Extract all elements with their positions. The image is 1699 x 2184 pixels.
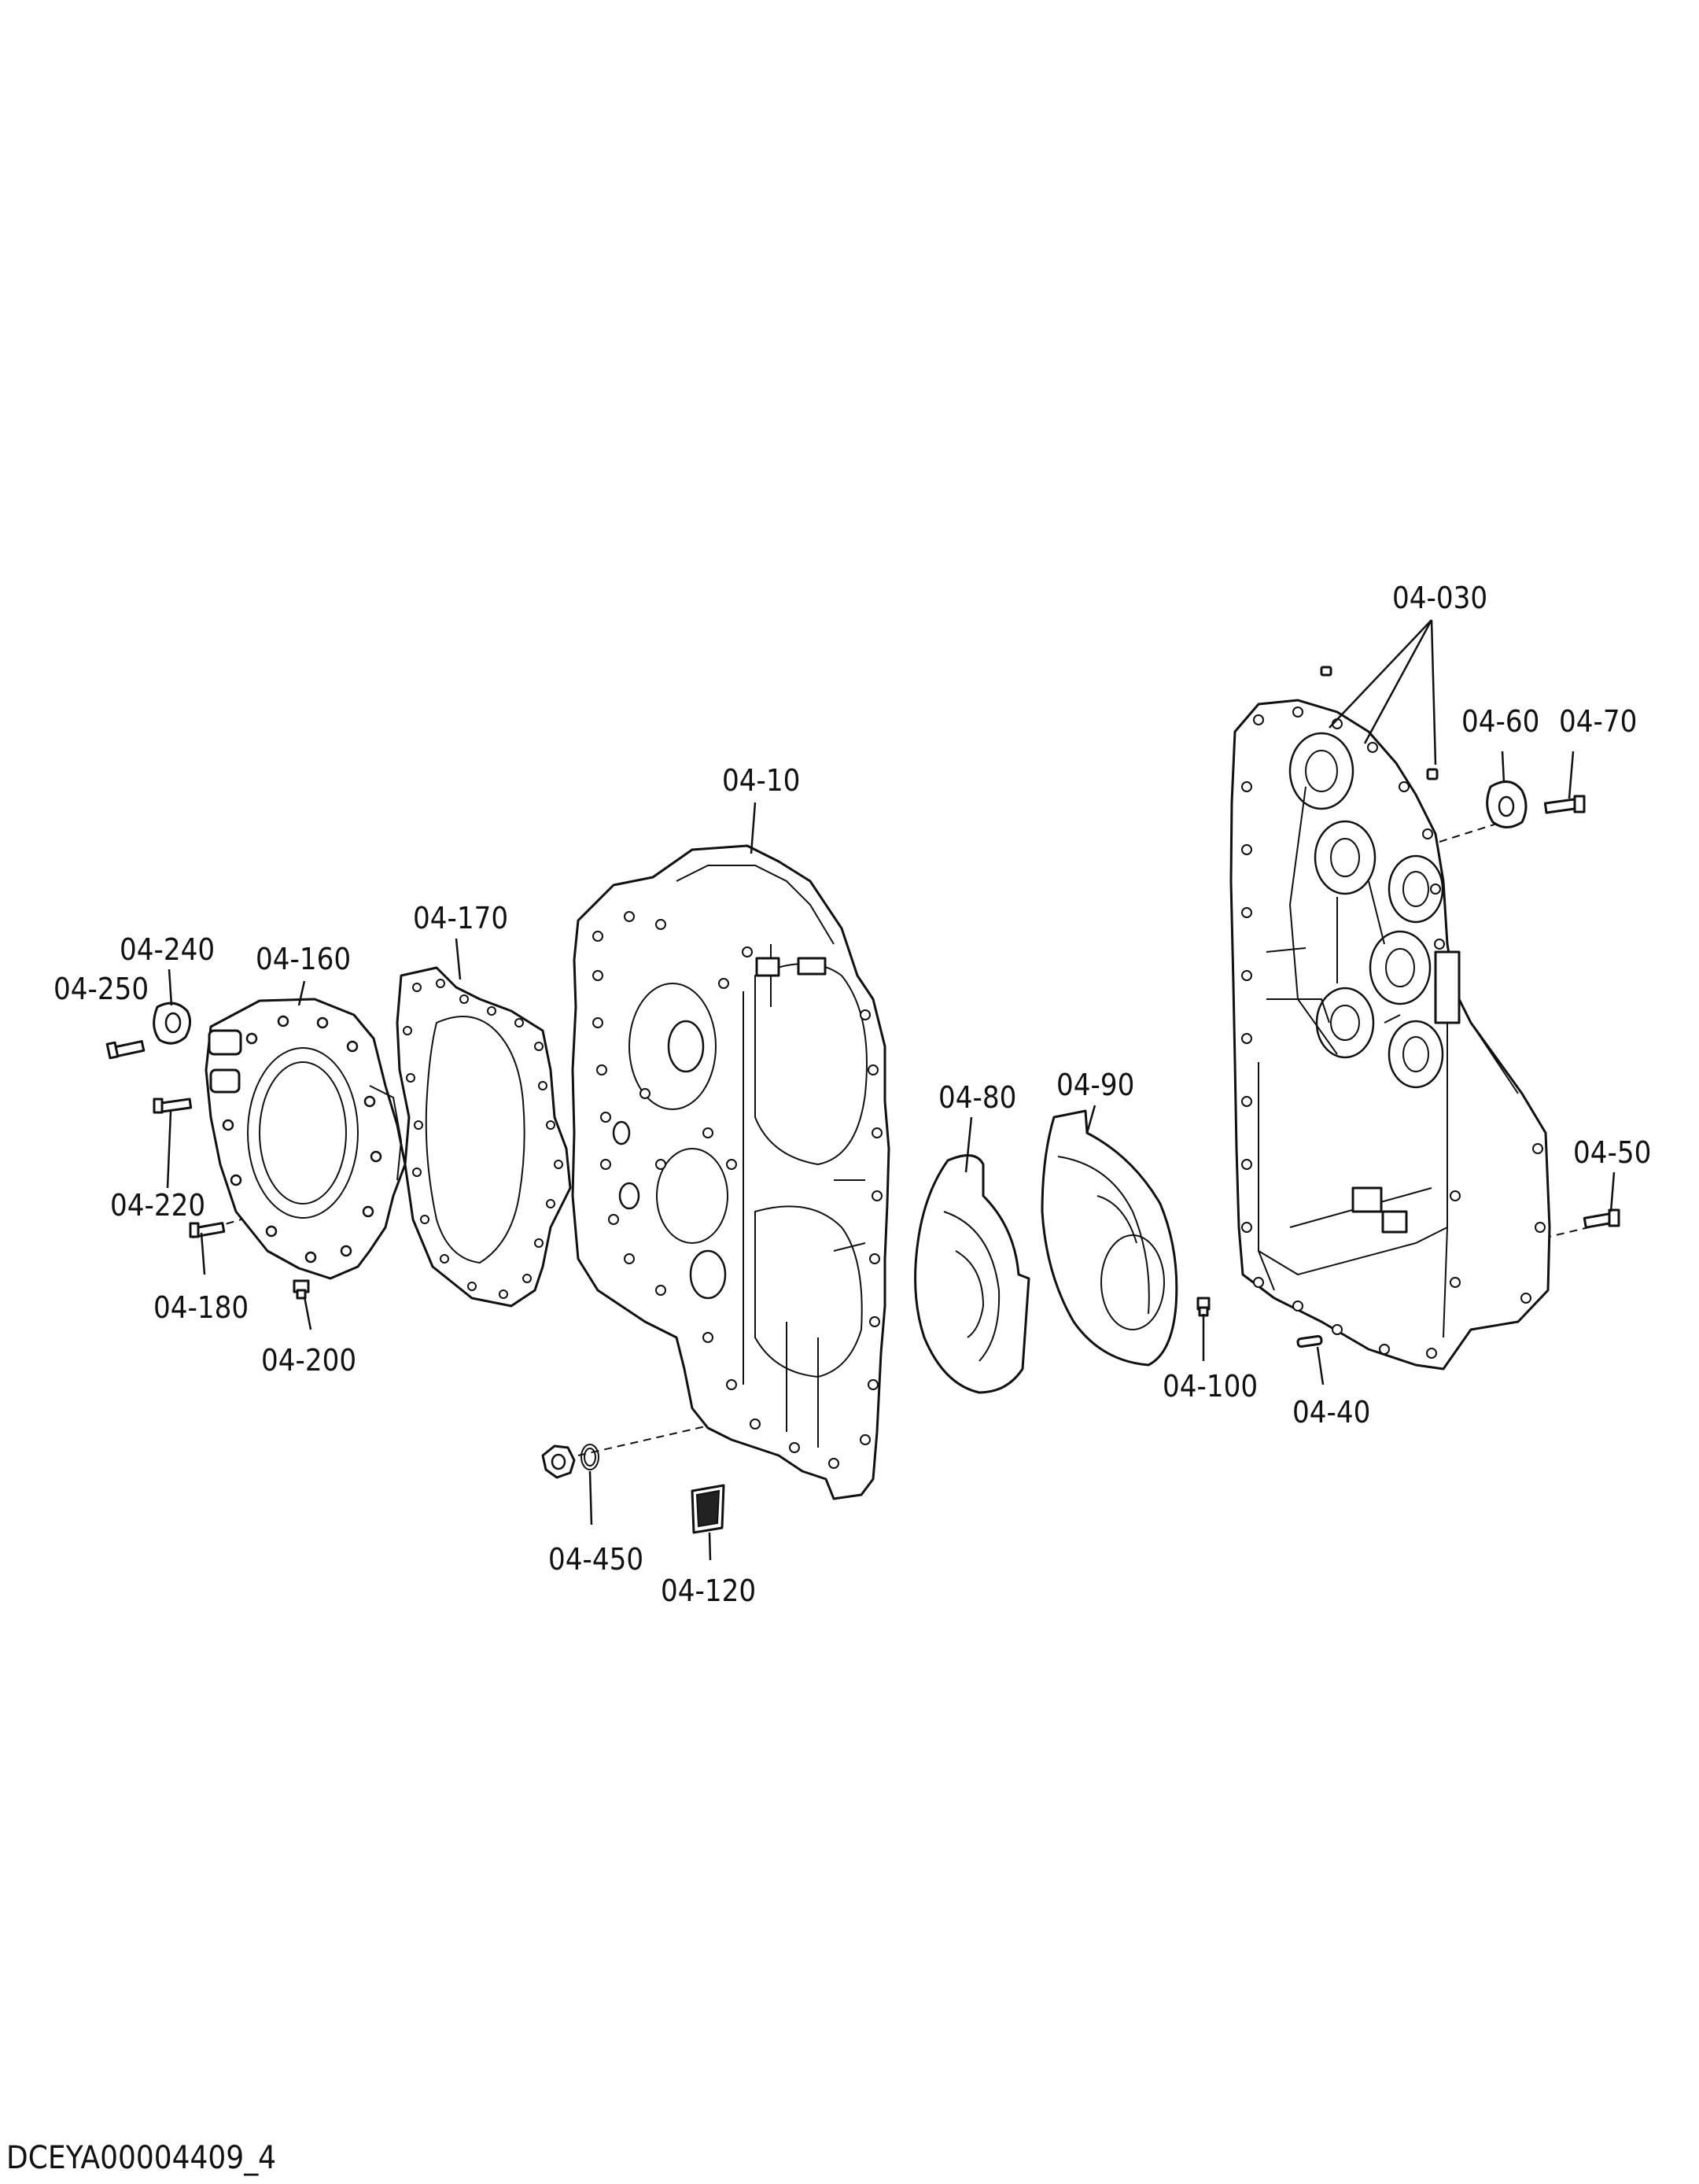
label-04-220: 04-220 [110,1188,205,1223]
washer-04-60 [1486,780,1528,828]
dowel-pin-04-40 [1296,1334,1323,1348]
transmission-housing-04-10 [571,844,890,1500]
label-04-200: 04-200 [261,1343,356,1378]
nameplate-04-120 [691,1484,725,1534]
label-04-100: 04-100 [1163,1369,1258,1404]
label-04-40: 04-40 [1292,1395,1370,1430]
label-04-50: 04-50 [1573,1135,1651,1170]
oil-shield-04-80 [914,1154,1030,1394]
label-04-250: 04-250 [53,972,149,1006]
bolt-04-180 [189,1222,226,1238]
leader-lines [166,619,1616,1561]
bolt-04-70 [1543,795,1586,814]
plug-04-030-b [1426,768,1439,780]
front-cover-04-160 [205,998,407,1280]
label-04-170: 04-170 [413,901,508,935]
assembly-axis-drain [577,1423,717,1456]
drawing-code: DCEYA00004409_4 [6,2140,276,2176]
label-04-10: 04-10 [722,763,800,798]
bolt-04-250 [105,1040,146,1060]
plug-04-200 [293,1279,310,1300]
assembly-axis-rear-bolt [1439,1227,1590,1264]
gasket-04-170 [396,966,572,1308]
label-04-80: 04-80 [938,1080,1016,1115]
label-04-60: 04-60 [1461,704,1539,739]
label-04-180: 04-180 [153,1290,249,1325]
plug-04-030-a [1320,666,1332,677]
label-04-70: 04-70 [1559,704,1637,739]
washer-04-240 [153,1002,191,1045]
label-04-120: 04-120 [661,1573,756,1608]
label-04-030: 04-030 [1392,581,1487,615]
label-04-90: 04-90 [1056,1068,1134,1102]
plug-04-100 [1196,1297,1211,1317]
label-04-240: 04-240 [120,932,215,967]
label-04-450: 04-450 [548,1542,643,1577]
label-04-160: 04-160 [256,942,351,976]
bolt-04-50 [1583,1208,1620,1229]
rear-housing [1229,699,1551,1371]
drain-plug-04-450 [541,1444,599,1479]
bolt-04-220 [153,1098,193,1114]
oil-shield-04-90 [1041,1109,1178,1367]
